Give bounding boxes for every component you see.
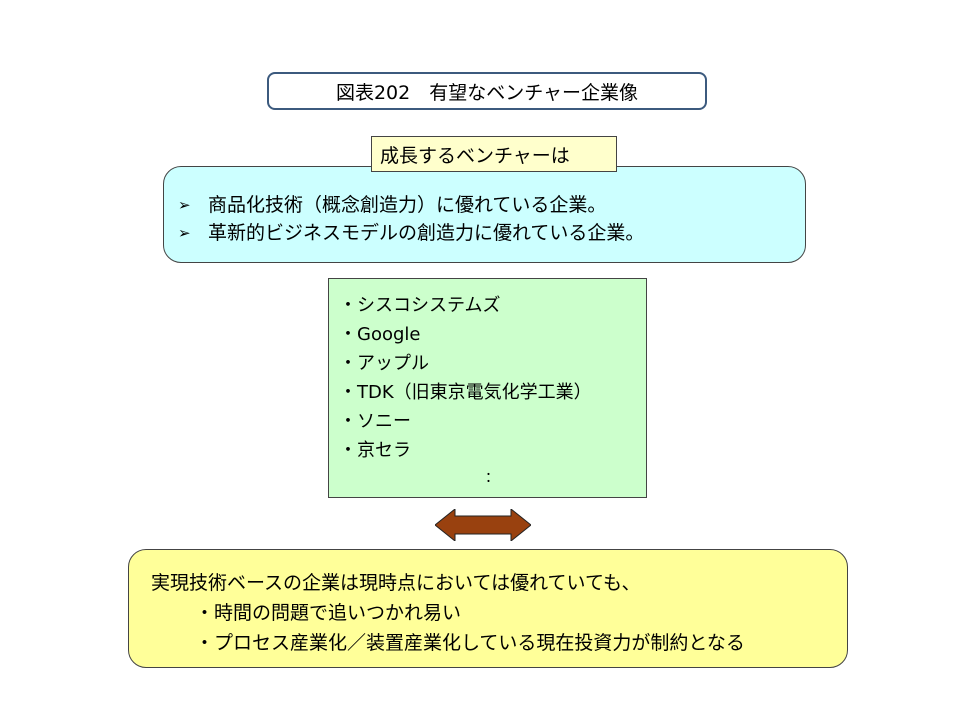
criteria-item: ➢ 革新的ビジネスモデルの創造力に優れている企業。 bbox=[178, 219, 805, 247]
company-item: ・アップル bbox=[339, 353, 429, 374]
more-indicator: ： bbox=[485, 470, 499, 486]
figure-title-text: 図表202 有望なベンチャー企業像 bbox=[335, 81, 639, 104]
arrowhead-bullet-icon: ➢ bbox=[178, 196, 191, 214]
company-item: ・京セラ bbox=[339, 440, 411, 461]
contrast-point: ・時間の問題で追いつかれ易い bbox=[195, 602, 462, 624]
contrast-heading: 実現技術ベースの企業は現時点においては優れていても、 bbox=[151, 572, 641, 594]
figure-title: 図表202 有望なベンチャー企業像 bbox=[267, 72, 707, 110]
contrast-box: 実現技術ベースの企業は現時点においては優れていても、 ・時間の問題で追いつかれ易… bbox=[128, 549, 848, 668]
arrowhead-bullet-icon: ➢ bbox=[178, 224, 191, 242]
double-arrow-shape bbox=[435, 509, 531, 541]
contrast-point: ・プロセス産業化／装置産業化している現在投資力が制約となる bbox=[195, 632, 745, 654]
criteria-text: 商品化技術（概念創造力）に優れている企業。 bbox=[208, 194, 607, 216]
growth-venture-label: 成長するベンチャーは bbox=[371, 136, 617, 172]
company-item: ・ソニー bbox=[339, 411, 411, 432]
company-item: ・TDK（旧東京電気化学工業） bbox=[339, 382, 592, 403]
company-item: ・Google bbox=[339, 324, 421, 345]
growth-venture-label-text: 成長するベンチャーは bbox=[380, 144, 570, 167]
double-arrow-icon bbox=[435, 509, 531, 541]
company-item: ・シスコシステムズ bbox=[339, 295, 501, 316]
criteria-text: 革新的ビジネスモデルの創造力に優れている企業。 bbox=[208, 222, 645, 244]
criteria-box: ➢ 商品化技術（概念創造力）に優れている企業。 ➢ 革新的ビジネスモデルの創造力… bbox=[163, 166, 806, 263]
criteria-item: ➢ 商品化技術（概念創造力）に優れている企業。 bbox=[178, 191, 805, 219]
company-list-box: ・シスコシステムズ ・Google ・アップル ・TDK（旧東京電気化学工業） … bbox=[328, 278, 647, 498]
